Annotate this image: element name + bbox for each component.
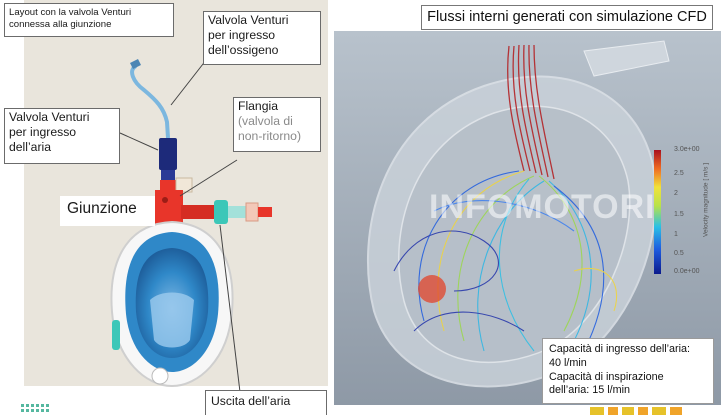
colorbar-tick: 2 <box>674 190 678 197</box>
venturi-air-line-2: per ingresso <box>9 124 77 139</box>
colorbar-tick: 1.5 <box>674 211 684 218</box>
venturi-air-line-1: Valvola Venturi <box>9 110 90 124</box>
cfd-title: Flussi interni generati con simulazione … <box>421 5 713 30</box>
colorbar-tick: 2.5 <box>674 170 684 177</box>
junction-label: Giunzione <box>60 196 155 226</box>
layout-label-line-1: Layout con la valvola Venturi <box>9 7 132 18</box>
venturi-oxygen-line-1: Valvola Venturi <box>208 13 289 27</box>
capacity-line-2: 40 l/min <box>549 356 587 369</box>
capacity-info-box: Capacità di ingresso dell’aria: 40 l/min… <box>542 338 714 404</box>
capacity-line-3: Capacità di inspirazione <box>549 370 664 383</box>
layout-label: Layout con la valvola Venturi connessa a… <box>4 3 174 37</box>
venturi-oxygen-line-3: dell’ossigeno <box>208 42 279 57</box>
air-exit-label: Uscita dell’aria <box>205 390 327 415</box>
flange-title: Flangia <box>238 99 278 113</box>
flange-sub-line-1: (valvola di <box>238 113 293 128</box>
colorbar-tick: 1 <box>674 231 678 238</box>
venturi-air-line-3: dell’aria <box>9 139 52 154</box>
colorbar-tick: 0.5 <box>674 250 684 257</box>
junction-text: Giunzione <box>67 200 137 217</box>
capacity-line-4: dell’aria: 15 l/min <box>549 384 631 397</box>
colorbar-min-label: 0.0e+00 <box>674 268 700 275</box>
capacity-line-1: Capacità di ingresso dell’aria: <box>549 343 691 355</box>
colorbar-axis-label: Velocity magnitude [ m/s ] <box>702 162 710 238</box>
venturi-air-label: Valvola Venturi per ingresso dell’aria <box>4 108 120 164</box>
flange-label: Flangia (valvola di non-ritorno) <box>233 97 321 152</box>
venturi-oxygen-line-2: per ingresso <box>208 27 276 42</box>
watermark: INFOMOTORI <box>429 188 656 226</box>
air-exit-text: Uscita dell’aria <box>211 394 291 408</box>
bottom-logo-fragment <box>590 407 682 415</box>
venturi-oxygen-label: Valvola Venturi per ingresso dell’ossige… <box>203 11 321 65</box>
layout-label-line-2: connessa alla giunzione <box>9 18 112 30</box>
flange-sub-line-2: non-ritorno) <box>238 128 301 143</box>
colorbar-max-label: 3.0e+00 <box>674 146 700 153</box>
